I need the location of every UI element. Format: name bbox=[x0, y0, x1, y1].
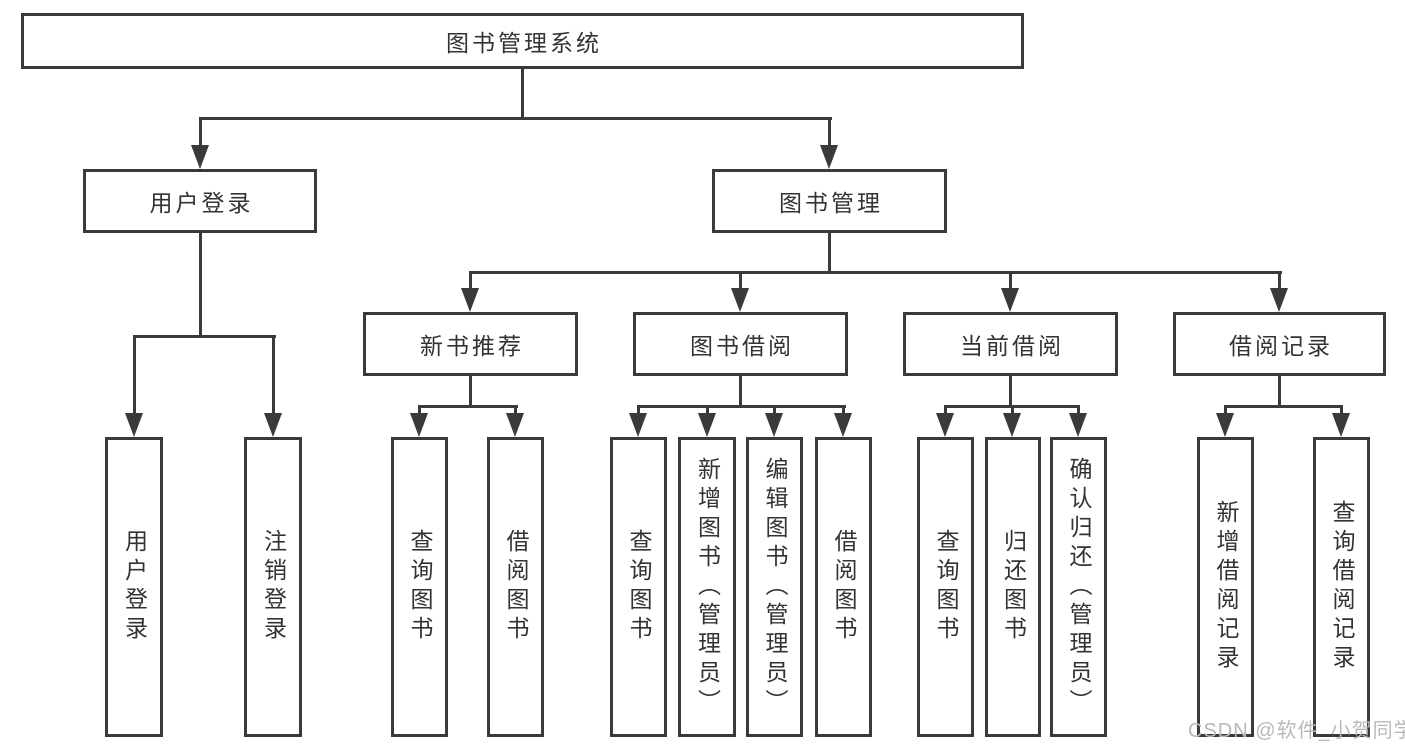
connector-cb-stem-3 bbox=[1077, 405, 1080, 417]
node-book-management-label: 图书管理 bbox=[779, 190, 883, 216]
arrow-down-icon bbox=[765, 413, 783, 437]
arrow-down-icon bbox=[834, 413, 852, 437]
connector-bb-stem-3 bbox=[773, 405, 776, 417]
leaf-user-login: 用户登录 bbox=[105, 437, 163, 737]
connector-nb-stem-2 bbox=[514, 405, 517, 417]
connector-bm-stem-3 bbox=[1009, 271, 1012, 290]
connector-bb-stem-1 bbox=[637, 405, 640, 417]
connector-bb-hline bbox=[637, 405, 846, 408]
node-book-borrow: 图书借阅 bbox=[633, 312, 848, 376]
leaf-query-book-1: 查询图书 bbox=[391, 437, 448, 737]
connector-bb-vline bbox=[739, 376, 742, 407]
leaf-query-book-3: 查询图书 bbox=[917, 437, 974, 737]
leaf-borrow-book-2: 借阅图书 bbox=[815, 437, 872, 737]
arrow-down-icon bbox=[1270, 288, 1288, 312]
connector-br-stem-1 bbox=[1224, 405, 1227, 417]
connector-cb-stem-1 bbox=[944, 405, 947, 417]
leaf-confirm-return-admin: 确认归还（管理员） bbox=[1050, 437, 1107, 737]
node-borrow-records-label: 借阅记录 bbox=[1229, 333, 1333, 359]
node-current-borrow-label: 当前借阅 bbox=[960, 333, 1064, 359]
connector-bm-stem-4 bbox=[1278, 271, 1281, 290]
arrow-down-icon bbox=[698, 413, 716, 437]
leaf-return-book: 归还图书 bbox=[985, 437, 1041, 737]
connector-root-stem-left bbox=[199, 117, 202, 147]
connector-nb-hline bbox=[418, 405, 518, 408]
arrow-down-icon bbox=[1069, 413, 1087, 437]
arrow-down-icon bbox=[191, 145, 209, 169]
connector-bm-vline bbox=[828, 233, 831, 273]
node-new-book-recommend-label: 新书推荐 bbox=[420, 333, 524, 359]
node-book-management: 图书管理 bbox=[712, 169, 947, 233]
arrow-down-icon bbox=[125, 413, 143, 437]
node-current-borrow: 当前借阅 bbox=[903, 312, 1118, 376]
arrow-down-icon bbox=[1332, 413, 1350, 437]
connector-br-hline bbox=[1224, 405, 1343, 408]
connector-ul-hline bbox=[133, 335, 276, 338]
connector-ul-vline bbox=[199, 233, 202, 337]
leaf-query-book-2: 查询图书 bbox=[610, 437, 667, 737]
connector-bb-stem-4 bbox=[842, 405, 845, 417]
connector-nb-vline bbox=[469, 376, 472, 407]
node-borrow-records: 借阅记录 bbox=[1173, 312, 1386, 376]
connector-br-vline bbox=[1278, 376, 1281, 407]
connector-root-stem-right bbox=[828, 117, 831, 147]
connector-root-hline bbox=[199, 117, 832, 120]
leaf-query-borrow-record: 查询借阅记录 bbox=[1313, 437, 1370, 737]
leaf-borrow-book-1: 借阅图书 bbox=[487, 437, 544, 737]
arrow-down-icon bbox=[506, 413, 524, 437]
connector-bm-stem-1 bbox=[469, 271, 472, 290]
connector-bm-stem-2 bbox=[739, 271, 742, 290]
connector-root-vline bbox=[521, 69, 524, 117]
connector-ul-stem-2 bbox=[272, 335, 275, 415]
leaf-logout: 注销登录 bbox=[244, 437, 302, 737]
arrow-down-icon bbox=[1003, 413, 1021, 437]
arrow-down-icon bbox=[820, 145, 838, 169]
arrow-down-icon bbox=[629, 413, 647, 437]
connector-nb-stem-1 bbox=[418, 405, 421, 417]
leaf-edit-book-admin: 编辑图书（管理员） bbox=[746, 437, 803, 737]
leaf-add-book-admin: 新增图书（管理员） bbox=[678, 437, 736, 737]
arrow-down-icon bbox=[1001, 288, 1019, 312]
connector-ul-stem-1 bbox=[133, 335, 136, 415]
connector-bb-stem-2 bbox=[706, 405, 709, 417]
connector-br-stem-2 bbox=[1340, 405, 1343, 417]
node-root-label: 图书管理系统 bbox=[446, 30, 602, 56]
connector-cb-vline bbox=[1009, 376, 1012, 407]
node-book-borrow-label: 图书借阅 bbox=[690, 333, 794, 359]
node-new-book-recommend: 新书推荐 bbox=[363, 312, 578, 376]
arrow-down-icon bbox=[410, 413, 428, 437]
arrow-down-icon bbox=[731, 288, 749, 312]
leaf-add-borrow-record: 新增借阅记录 bbox=[1197, 437, 1254, 737]
node-user-login-label: 用户登录 bbox=[149, 190, 254, 216]
arrow-down-icon bbox=[1216, 413, 1234, 437]
watermark: CSDN @软件_小贺同学 bbox=[1188, 720, 1405, 742]
connector-bm-hline bbox=[469, 271, 1282, 274]
arrow-down-icon bbox=[264, 413, 282, 437]
connector-cb-stem-2 bbox=[1011, 405, 1014, 417]
node-user-login: 用户登录 bbox=[83, 169, 317, 233]
arrow-down-icon bbox=[936, 413, 954, 437]
arrow-down-icon bbox=[461, 288, 479, 312]
node-root: 图书管理系统 bbox=[21, 13, 1024, 69]
